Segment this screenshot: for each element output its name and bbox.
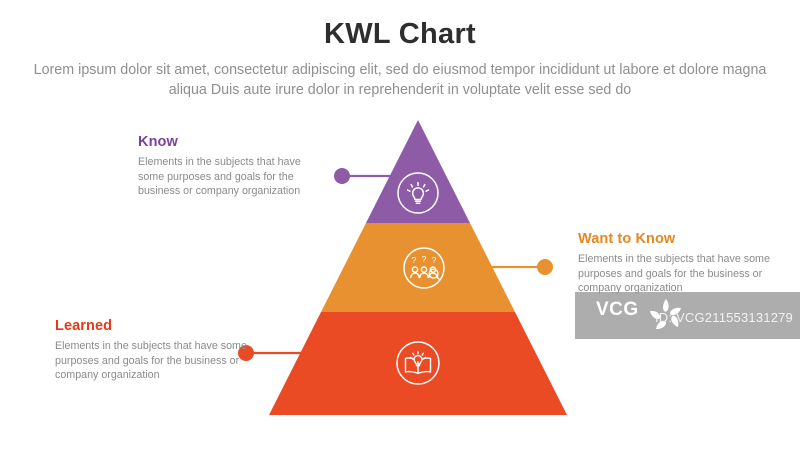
watermark-burst-icon bbox=[650, 299, 681, 330]
legend-block-want-to-know[interactable]: Want to Know Elements in the subjects th… bbox=[578, 231, 778, 296]
connector-dot-know[interactable] bbox=[334, 168, 350, 184]
connector-dot-want-to-know[interactable] bbox=[537, 259, 553, 275]
lightbulb-icon bbox=[397, 172, 439, 214]
legend-description-know: Elements in the subjects that have some … bbox=[138, 156, 301, 198]
legend-description-learned: Elements in the subjects that have some … bbox=[55, 340, 247, 382]
watermark-brand: VCG bbox=[596, 299, 639, 320]
legend-description-want-to-know: Elements in the subjects that have some … bbox=[578, 253, 770, 295]
watermark-panel bbox=[575, 292, 800, 339]
page-subtitle: Lorem ipsum dolor sit amet, consectetur … bbox=[33, 62, 767, 98]
people-question-icon: ? ? ? bbox=[403, 247, 445, 289]
legend-title-learned: Learned bbox=[55, 318, 113, 334]
open-book-idea-icon bbox=[396, 341, 440, 385]
legend-title-know: Know bbox=[138, 134, 178, 150]
legend-block-learned[interactable]: Learned Elements in the subjects that ha… bbox=[55, 318, 250, 383]
legend-block-know[interactable]: Know Elements in the subjects that have … bbox=[138, 134, 328, 199]
svg-text:?: ? bbox=[422, 254, 427, 264]
pyramid-tier-learned[interactable] bbox=[269, 312, 567, 415]
watermark-id: ID: VCG211553131279 bbox=[655, 310, 793, 325]
svg-text:?: ? bbox=[432, 255, 437, 265]
svg-text:?: ? bbox=[412, 255, 417, 265]
page-title: KWL Chart bbox=[324, 18, 476, 50]
pyramid-tier-know[interactable] bbox=[366, 120, 470, 223]
legend-title-want-to-know: Want to Know bbox=[578, 231, 676, 247]
pyramid-tier-want-to-know[interactable] bbox=[321, 223, 515, 312]
